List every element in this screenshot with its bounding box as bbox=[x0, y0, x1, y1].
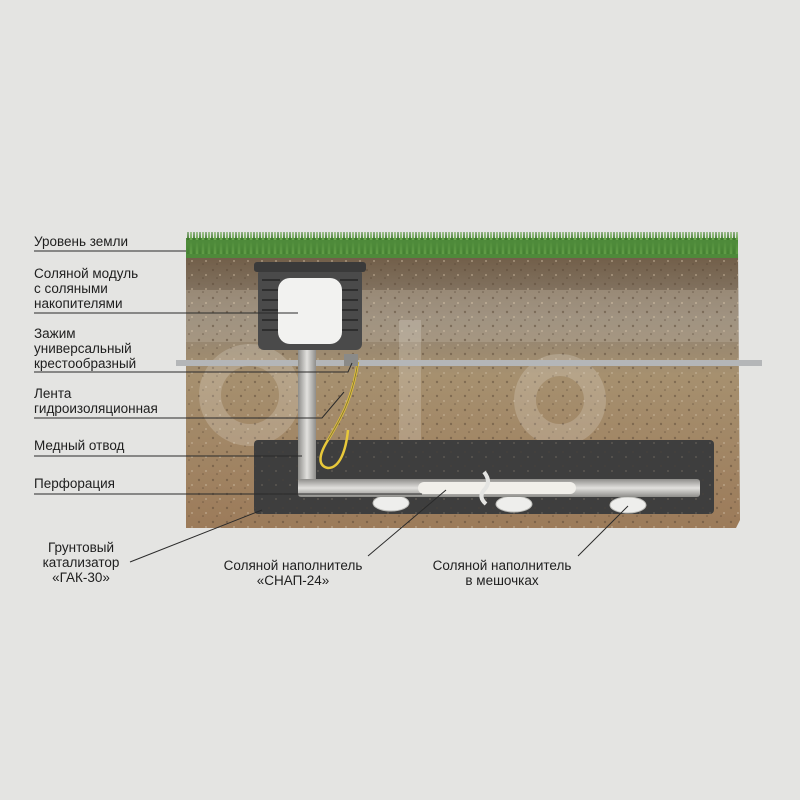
label-salt-filler: Соляной наполнитель «СНАП-24» bbox=[223, 558, 363, 588]
salt-filler-cutaway bbox=[418, 482, 576, 494]
vertical-pipe bbox=[298, 340, 316, 490]
leader-salt-filler bbox=[367, 489, 447, 557]
leader-tape bbox=[34, 391, 345, 419]
leader-clamp bbox=[34, 362, 353, 373]
label-salt-module: Соляной модуль с соляными накопителями bbox=[34, 266, 139, 311]
label-tape: Лента гидроизоляционная bbox=[34, 386, 158, 416]
leader-ground-catalyst bbox=[129, 509, 263, 563]
leader-salt-bags bbox=[577, 505, 629, 557]
cross-clamp bbox=[344, 354, 358, 366]
label-copper-lead: Медный отвод bbox=[34, 438, 125, 453]
pipe-break bbox=[479, 470, 490, 506]
label-perforation: Перфорация bbox=[34, 476, 115, 491]
salt-bag bbox=[372, 494, 410, 512]
leader-lines bbox=[34, 250, 629, 563]
label-salt-bags: Соляной наполнитель в мешочках bbox=[432, 558, 572, 588]
grass-layer bbox=[186, 232, 738, 258]
label-ground-catalyst: Грунтовый катализатор «ГАК-30» bbox=[42, 540, 120, 585]
salt-bag bbox=[609, 496, 647, 514]
ground-level-line bbox=[176, 360, 762, 366]
label-clamp: Зажим универсальный крестообразный bbox=[34, 326, 137, 371]
salt-module bbox=[254, 262, 366, 350]
salt-bags bbox=[372, 494, 647, 514]
salt-bag bbox=[495, 495, 533, 513]
salt-accumulator bbox=[278, 278, 342, 344]
label-ground-level: Уровень земли bbox=[34, 234, 128, 249]
